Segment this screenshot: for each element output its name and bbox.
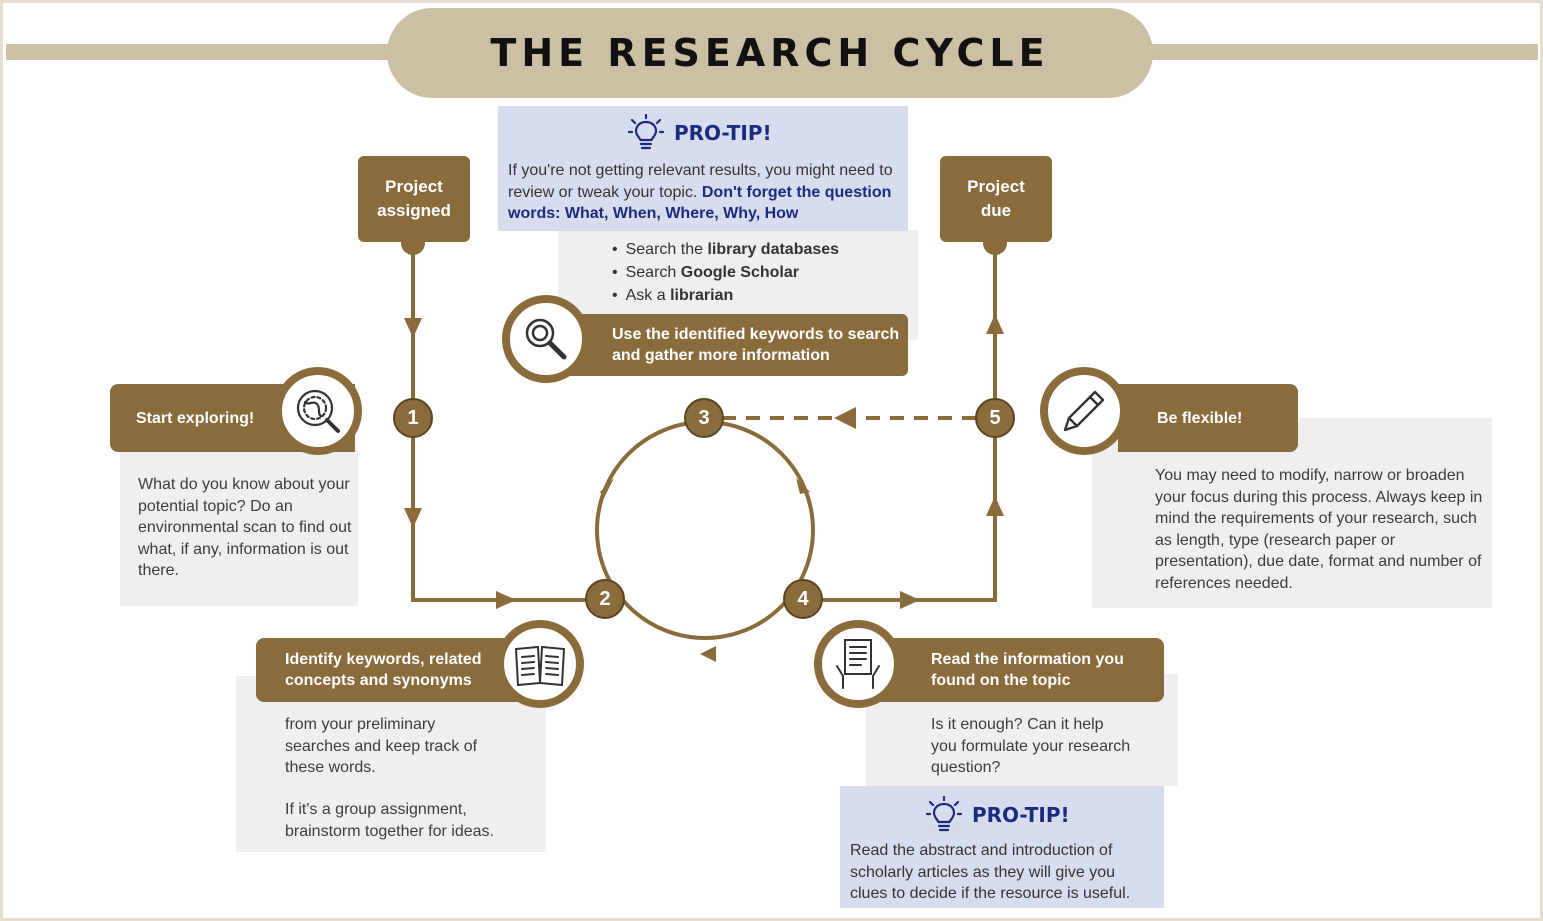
connector-assigned-to-2 — [411, 243, 605, 602]
globe-search-icon — [296, 389, 340, 433]
step3-number: 3 — [684, 398, 724, 438]
arrow-right-to-2 — [496, 591, 516, 609]
pro-tip-top-text-plain: If you're not getting relevant results, … — [508, 162, 893, 201]
ring-arrow-2-to-3 — [600, 478, 614, 498]
page-title: THE RESEARCH CYCLE — [490, 31, 1050, 75]
step1-heading: Start exploring! — [136, 409, 255, 427]
step2-heading: Identify keywords, related concepts and … — [285, 651, 482, 689]
pro-tip-top-text-emphasis: Don't forget the question words: What, W… — [508, 183, 892, 223]
ring-arrow-3-to-4 — [796, 478, 810, 494]
list-item: Search Google Scholar — [612, 261, 912, 284]
lightbulb-icon — [926, 796, 962, 832]
project-due-label: Project due — [967, 177, 1025, 220]
step2-heading-bar: Identify keywords, related concepts and … — [256, 638, 542, 702]
step1-number: 1 — [393, 398, 433, 438]
step4-number: 4 — [783, 579, 823, 619]
pro-tip-bottom — [840, 786, 1164, 908]
arrow-left-dashed — [834, 407, 856, 429]
step4-heading: Read the information you found on the to… — [931, 651, 1124, 689]
step5-body: You may need to modify, narrow or broade… — [1155, 467, 1483, 592]
document-reading-icon — [836, 639, 880, 689]
step1-panel — [120, 448, 358, 606]
list-item: Ask a librarian — [612, 284, 912, 307]
arrow-up-2 — [986, 314, 1004, 334]
lightbulb-icon — [628, 114, 664, 150]
arrow-right-from-4 — [900, 591, 920, 609]
pro-tip-top-header: PRO-TIP! — [628, 114, 772, 152]
title-banner: THE RESEARCH CYCLE — [387, 8, 1153, 98]
step5-heading-bar: Be flexible! — [1118, 384, 1298, 452]
pro-tip-top-label: PRO-TIP! — [674, 121, 772, 145]
step2-icon-circle — [496, 620, 584, 708]
arrow-down-1 — [404, 318, 422, 338]
title-band-right — [1145, 44, 1538, 60]
list-item: Search the library databases — [612, 238, 912, 261]
step3-heading-bar: Use the identified keywords to search an… — [560, 314, 908, 376]
step2-body1: from your preliminary searches and keep … — [285, 716, 478, 776]
step1-body: What do you know about your potential to… — [138, 476, 352, 579]
title-band-left — [6, 44, 396, 60]
arrow-up-1 — [986, 496, 1004, 516]
pencil-icon — [1063, 390, 1105, 432]
connector-4-to-due — [804, 243, 997, 602]
project-assigned-label: Project assigned — [377, 177, 451, 220]
step3-heading: Use the identified keywords to search an… — [612, 326, 900, 364]
magnifier-icon — [525, 318, 567, 360]
pro-tip-top — [498, 106, 908, 231]
step5-number: 5 — [975, 398, 1015, 438]
arrow-down-2 — [404, 508, 422, 528]
step2-panel — [236, 676, 546, 852]
project-due-box: Project due — [940, 156, 1052, 242]
step4-icon-circle — [814, 620, 902, 708]
step5-heading: Be flexible! — [1157, 409, 1243, 427]
pro-tip-bottom-label: PRO-TIP! — [972, 803, 1070, 827]
step2-body2: If it's a group assignment, brainstorm t… — [285, 801, 494, 840]
step5-icon-circle — [1040, 367, 1128, 455]
ring-arrow-4-to-2 — [700, 646, 716, 662]
pro-tip-bottom-header: PRO-TIP! — [926, 796, 1070, 834]
pro-tip-bottom-text: Read the abstract and introduction of sc… — [850, 842, 1131, 902]
step3-icon-circle — [502, 295, 590, 383]
step4-heading-bar: Read the information you found on the to… — [876, 638, 1164, 702]
step2-number: 2 — [585, 579, 625, 619]
pro-tip-top-text: If you're not getting relevant results, … — [508, 160, 904, 225]
cycle-ring — [595, 420, 815, 640]
notebook-icon — [514, 645, 566, 687]
project-assigned-box: Project assigned — [358, 156, 470, 242]
step3-list: Search the library databases Search Goog… — [612, 238, 912, 307]
step1-icon-circle — [274, 367, 362, 455]
step4-body: Is it enough? Can it help you formulate … — [931, 716, 1131, 776]
